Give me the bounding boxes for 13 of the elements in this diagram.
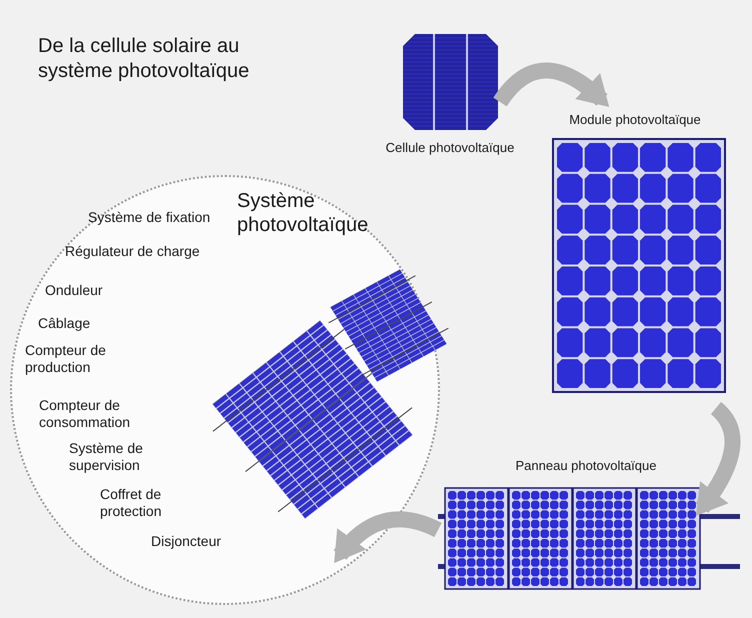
component-label: Compteur de production — [25, 342, 107, 376]
component-label: Compteur de consommation — [39, 397, 132, 431]
stage-caption: Cellule photovoltaïque — [386, 140, 514, 156]
component-label: Câblage — [38, 315, 92, 332]
stage-caption: Module photovoltaïque — [569, 112, 701, 128]
component-label: Régulateur de charge — [65, 243, 201, 260]
stage-caption: Panneau photovoltaïque — [516, 458, 656, 474]
component-label: Coffret de protection — [100, 486, 162, 520]
component-label: Système de supervision — [69, 440, 144, 474]
title: De la cellule solaire au système photovoltaïque — [38, 34, 250, 84]
component-label: Onduleur — [45, 282, 104, 299]
component-label: Disjoncteur — [151, 533, 222, 550]
system-heading: Système photovoltaïque — [237, 189, 370, 237]
